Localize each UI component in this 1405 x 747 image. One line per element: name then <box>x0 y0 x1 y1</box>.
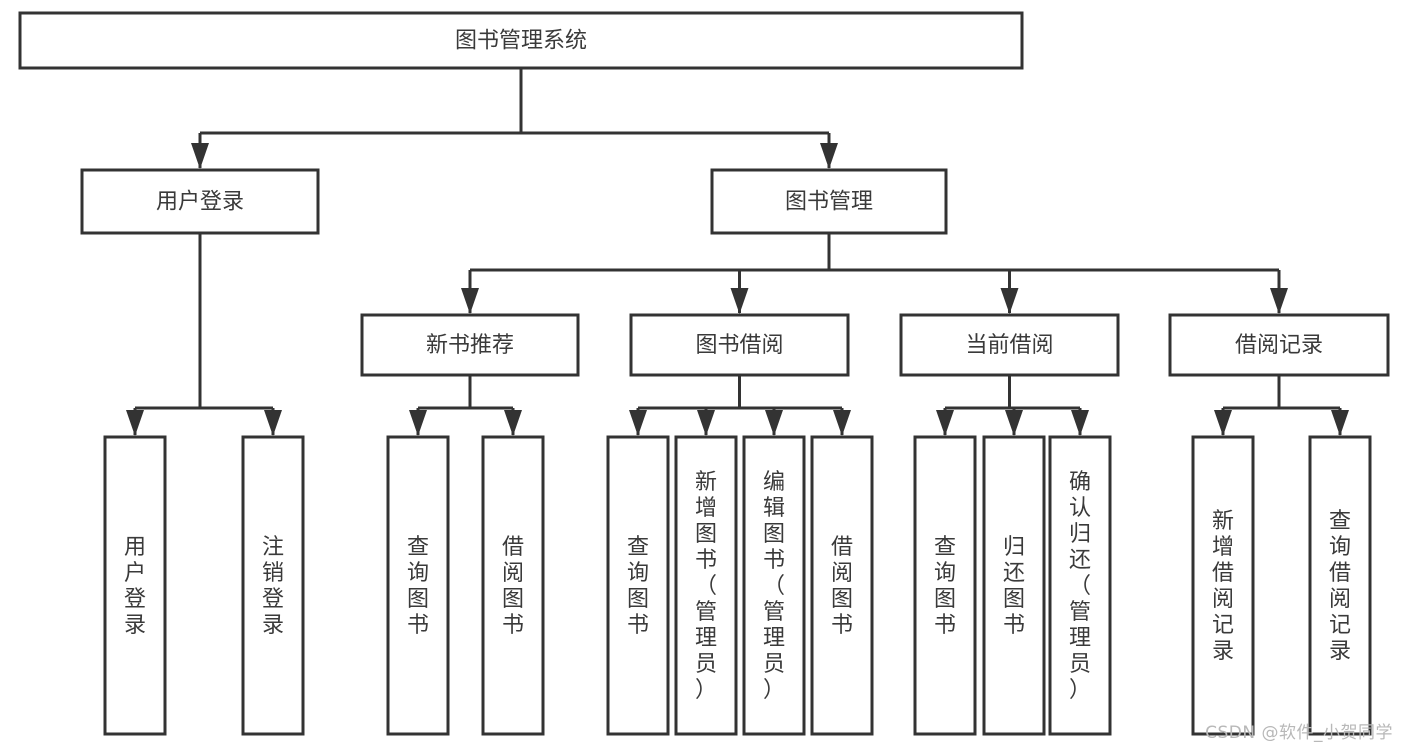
arrow-head-1-0 <box>461 288 479 314</box>
node-leaf-return-book-box <box>982 435 1046 736</box>
node-leaf-user-logout[interactable]: 注销登录 <box>241 435 305 736</box>
node-book-manage-label: 图书管理 <box>785 190 873 215</box>
node-leaf-query-book-2[interactable]: 查询图书 <box>606 435 670 736</box>
arrow-head-6-0 <box>1214 410 1232 436</box>
node-user-login[interactable]: 用户登录 <box>80 168 320 235</box>
connector-layer <box>126 68 1349 436</box>
node-leaf-return-book-label: 归还图书 <box>1003 535 1025 638</box>
node-leaf-query-record-label: 查询借阅记录 <box>1329 509 1351 664</box>
node-book-borrow[interactable]: 图书借阅 <box>629 313 850 377</box>
arrow-head-4-2 <box>765 410 783 436</box>
node-layer: 图书管理系统用户登录图书管理新书推荐图书借阅当前借阅借阅记录用户登录注销登录查询… <box>18 11 1390 736</box>
node-new-book-recommend-box <box>360 313 580 377</box>
node-leaf-return-book[interactable]: 归还图书 <box>982 435 1046 736</box>
arrow-head-4-1 <box>697 410 715 436</box>
node-current-borrow-label: 当前借阅 <box>965 333 1053 358</box>
node-leaf-query-book-1-box <box>386 435 450 736</box>
arrow-head-0-1 <box>820 143 838 169</box>
node-root[interactable]: 图书管理系统 <box>18 11 1024 70</box>
node-leaf-add-book-box <box>674 435 738 736</box>
node-root-label: 图书管理系统 <box>455 29 587 54</box>
arrow-head-1-3 <box>1270 288 1288 314</box>
node-leaf-add-record-box <box>1191 435 1255 736</box>
node-leaf-query-record[interactable]: 查询借阅记录 <box>1308 435 1372 736</box>
arrow-head-5-0 <box>936 410 954 436</box>
watermark: CSDN @软件_小贺同学 <box>1205 723 1393 743</box>
node-current-borrow-box <box>899 313 1120 377</box>
node-leaf-edit-book-box <box>742 435 806 736</box>
node-leaf-user-login-label: 用户登录 <box>124 535 146 638</box>
arrow-head-2-0 <box>126 410 144 436</box>
arrow-head-2-1 <box>264 410 282 436</box>
arrow-head-1-1 <box>730 288 749 314</box>
arrow-head-6-1 <box>1331 410 1349 436</box>
arrow-head-5-2 <box>1071 410 1089 436</box>
node-leaf-query-record-box <box>1308 435 1372 736</box>
node-leaf-user-logout-label: 注销登录 <box>262 535 284 638</box>
node-leaf-borrow-book-1-box <box>481 435 545 736</box>
node-user-login-label: 用户登录 <box>156 190 244 215</box>
node-leaf-user-logout-box <box>241 435 305 736</box>
node-leaf-query-book-3-box <box>913 435 977 736</box>
node-leaf-add-book-label: 新增图书（管理员） <box>695 470 717 703</box>
node-leaf-edit-book-label: 编辑图书（管理员） <box>763 470 785 703</box>
node-leaf-query-book-2-label: 查询图书 <box>627 535 649 638</box>
node-current-borrow[interactable]: 当前借阅 <box>899 313 1120 377</box>
node-leaf-query-book-3-label: 查询图书 <box>934 535 956 638</box>
node-leaf-add-book[interactable]: 新增图书（管理员） <box>674 435 738 736</box>
arrow-head-4-3 <box>833 410 851 436</box>
arrow-head-3-1 <box>504 410 522 436</box>
node-leaf-borrow-book-2-label: 借阅图书 <box>831 535 853 638</box>
node-leaf-add-record[interactable]: 新增借阅记录 <box>1191 435 1255 736</box>
arrow-head-0-0 <box>191 143 209 169</box>
arrow-head-4-0 <box>629 410 647 436</box>
node-root-box <box>18 11 1024 70</box>
node-leaf-add-record-label: 新增借阅记录 <box>1212 509 1234 664</box>
node-borrow-record[interactable]: 借阅记录 <box>1168 313 1390 377</box>
node-new-book-recommend-label: 新书推荐 <box>426 333 514 358</box>
node-leaf-user-login-box <box>103 435 167 736</box>
node-leaf-confirm-return-box <box>1048 435 1112 736</box>
node-book-manage-box <box>710 168 948 235</box>
node-leaf-query-book-1[interactable]: 查询图书 <box>386 435 450 736</box>
node-book-manage[interactable]: 图书管理 <box>710 168 948 235</box>
node-leaf-query-book-2-box <box>606 435 670 736</box>
node-leaf-borrow-book-1-label: 借阅图书 <box>502 535 524 638</box>
node-leaf-borrow-book-2[interactable]: 借阅图书 <box>810 435 874 736</box>
arrow-head-1-2 <box>1000 288 1019 314</box>
node-borrow-record-box <box>1168 313 1390 377</box>
node-leaf-query-book-3[interactable]: 查询图书 <box>913 435 977 736</box>
node-borrow-record-label: 借阅记录 <box>1235 333 1323 358</box>
node-leaf-borrow-book-2-box <box>810 435 874 736</box>
node-leaf-confirm-return[interactable]: 确认归还（管理员） <box>1048 435 1112 736</box>
node-user-login-box <box>80 168 320 235</box>
node-leaf-edit-book[interactable]: 编辑图书（管理员） <box>742 435 806 736</box>
node-book-borrow-box <box>629 313 850 377</box>
node-book-borrow-label: 图书借阅 <box>695 333 783 358</box>
node-leaf-borrow-book-1[interactable]: 借阅图书 <box>481 435 545 736</box>
node-leaf-query-book-1-label: 查询图书 <box>407 535 429 638</box>
node-new-book-recommend[interactable]: 新书推荐 <box>360 313 580 377</box>
node-leaf-user-login[interactable]: 用户登录 <box>103 435 167 736</box>
arrow-head-3-0 <box>409 410 427 436</box>
arrow-head-5-1 <box>1005 410 1023 436</box>
node-leaf-confirm-return-label: 确认归还（管理员） <box>1069 470 1091 703</box>
